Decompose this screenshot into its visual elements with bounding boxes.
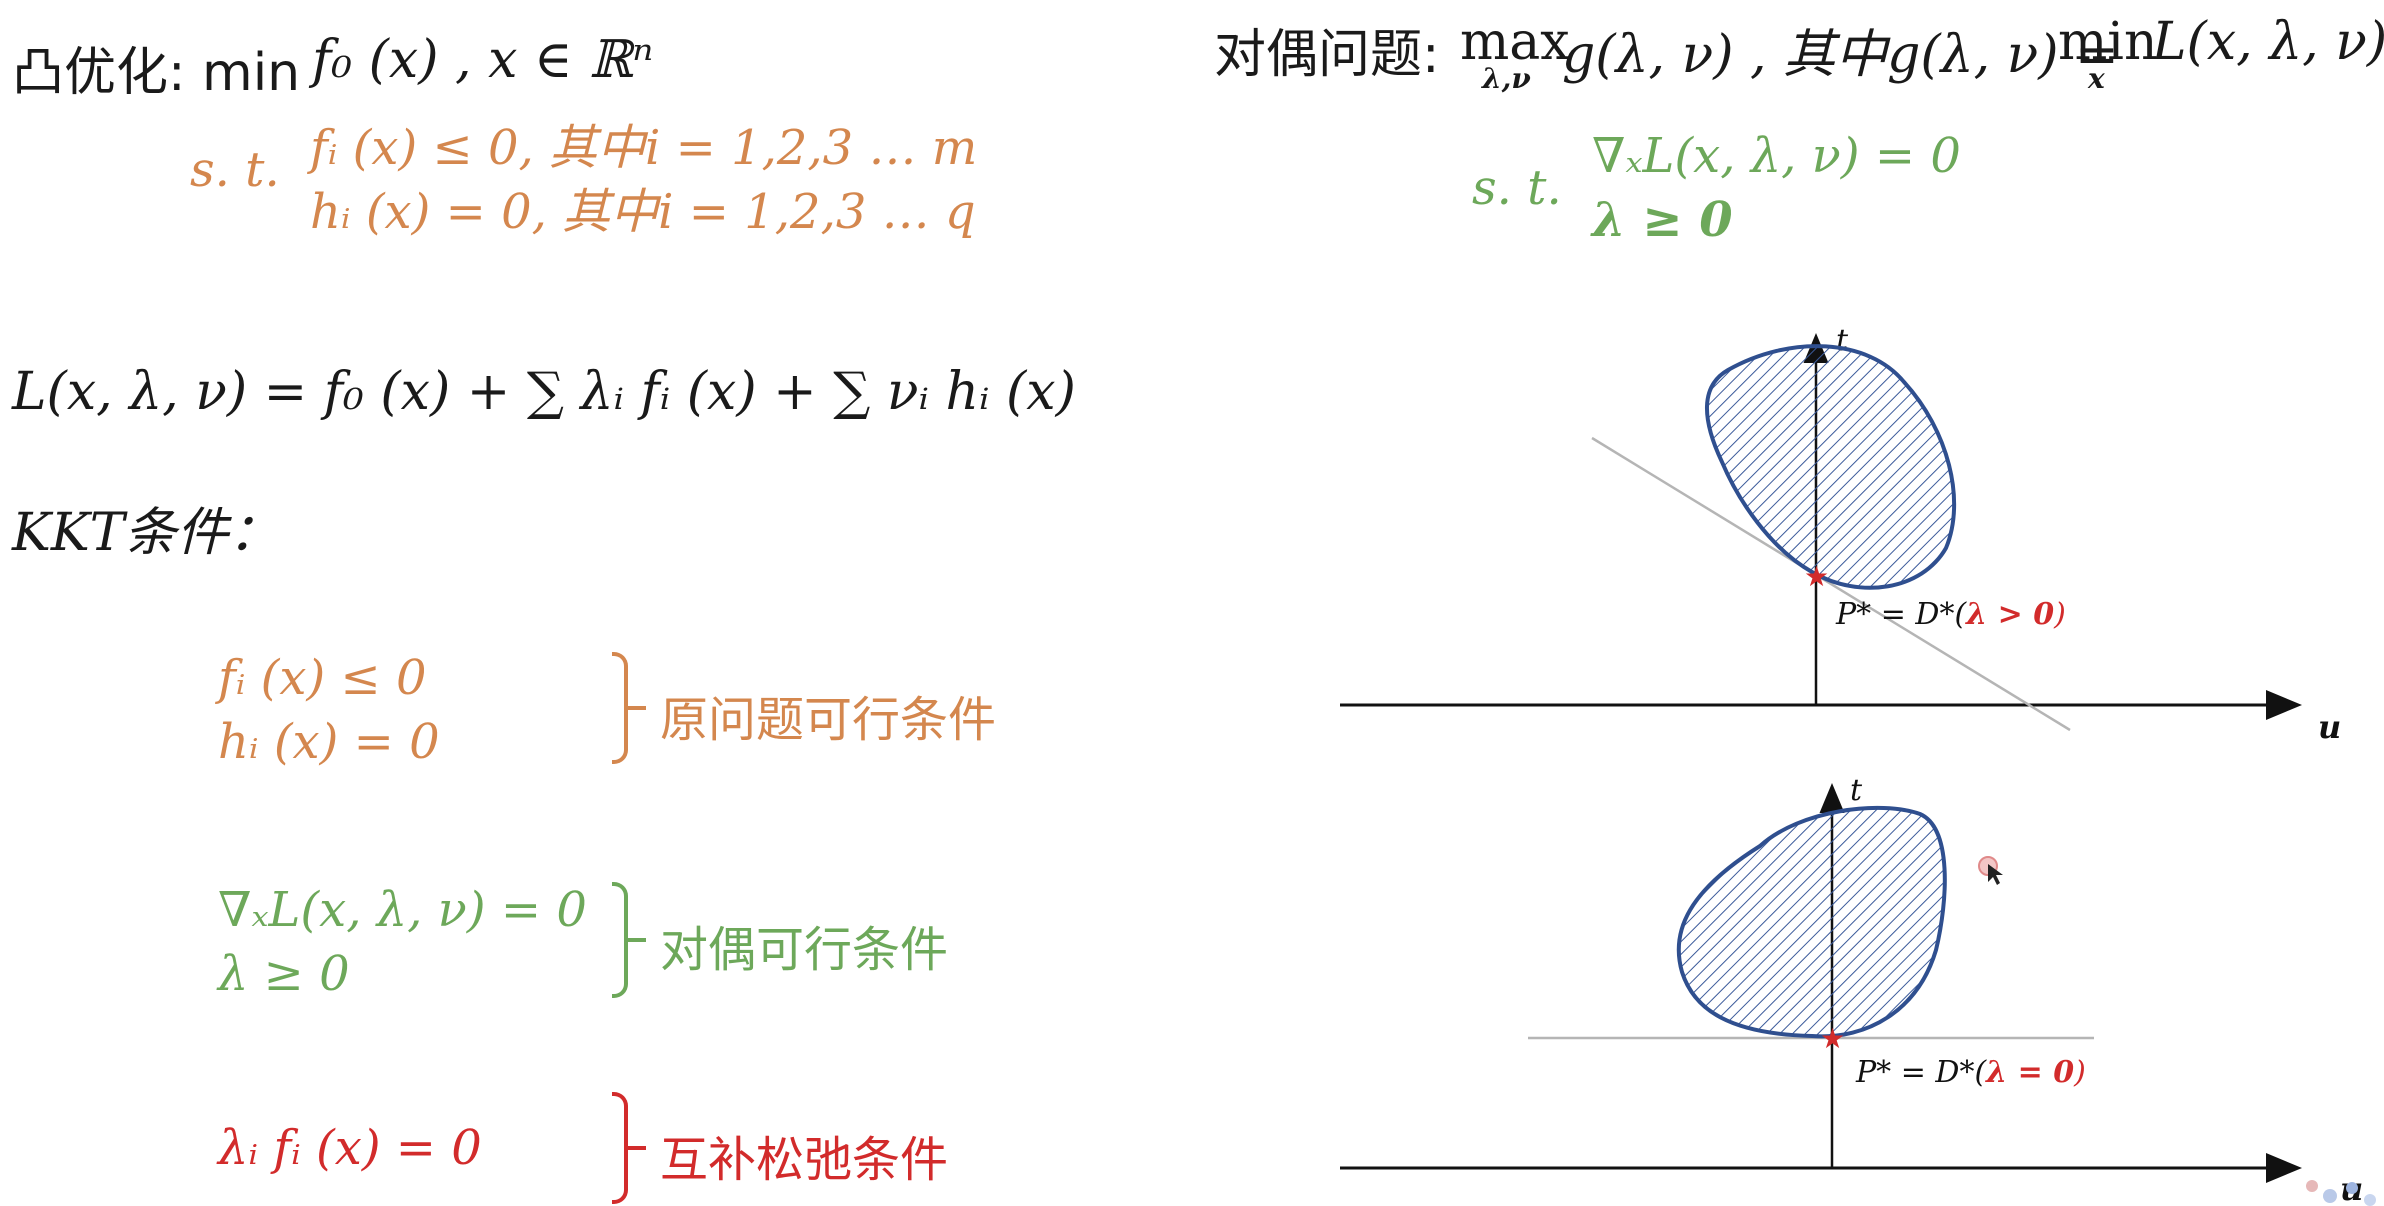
dual-max-operator: max bbox=[1460, 12, 1570, 72]
kkt-dual-label: 对偶可行条件 bbox=[660, 922, 949, 978]
lagrangian-formula: L(x, λ, ν) = f₀ (x) + ∑ λᵢ fᵢ (x) + ∑ νᵢ… bbox=[12, 362, 1076, 422]
top-convex-region bbox=[1705, 344, 1957, 590]
brace-dual bbox=[612, 882, 628, 998]
top-annotation-prefix: P* = D*( bbox=[1835, 597, 1967, 632]
primal-equality-constraint: hᵢ (x) = 0, 其中i = 1,2,3 … q bbox=[310, 184, 976, 240]
decorative-dots bbox=[2306, 1180, 2376, 1206]
dual-st-label: s. t. bbox=[1472, 160, 1562, 216]
bottom-annotation-suffix: ) bbox=[2073, 1055, 2086, 1090]
dual-lambda-constraint: λ ≥ 0 bbox=[1592, 192, 1733, 248]
primal-inequality-constraint: fᵢ (x) ≤ 0, 其中i = 1,2,3 … m bbox=[310, 120, 978, 176]
kkt-dual-gradient: ∇ₓL(x, λ, ν) = 0 bbox=[218, 882, 587, 938]
top-tangent-star: ★ bbox=[1804, 560, 1829, 593]
bottom-diagram: u t ★ P* = D*(λ = 0) bbox=[1340, 773, 2363, 1206]
top-supporting-line bbox=[1591, 436, 2071, 732]
primal-st-label: s. t. bbox=[190, 142, 280, 198]
dual-g-expression: g(λ, ν) , 其中g(λ, ν) = bbox=[1562, 25, 2119, 85]
brace-complementary bbox=[612, 1092, 628, 1204]
kkt-title: KKT条件： bbox=[12, 503, 281, 563]
top-diagram: u t ★ P* = D*(λ > 0) bbox=[1340, 323, 2341, 746]
kkt-primal-ineq: fᵢ (x) ≤ 0 bbox=[218, 650, 427, 706]
top-annotation-cond: λ > 0 bbox=[1964, 597, 2054, 632]
kkt-dual-lambda: λ ≥ 0 bbox=[218, 946, 350, 1002]
bottom-annotation: P* = D*(λ = 0) bbox=[1855, 1055, 2086, 1090]
brace-primal bbox=[612, 652, 628, 764]
dual-min-operator: min bbox=[2058, 12, 2158, 72]
dual-gradient-constraint: ∇ₓL(x, λ, ν) = 0 bbox=[1592, 128, 1961, 184]
bottom-annotation-cond: λ = 0 bbox=[1984, 1055, 2074, 1090]
kkt-primal-label: 原问题可行条件 bbox=[660, 692, 997, 748]
kkt-primal-eq: hᵢ (x) = 0 bbox=[218, 714, 440, 770]
top-annotation: P* = D*(λ > 0) bbox=[1835, 597, 2066, 632]
primal-title: 凸优化: min bbox=[12, 43, 301, 103]
bottom-t-label: t bbox=[1850, 773, 1863, 808]
dual-min-subscript: x bbox=[2088, 62, 2105, 95]
bottom-tangent-star: ★ bbox=[1820, 1022, 1845, 1055]
dual-title: 对偶问题: bbox=[1214, 25, 1440, 85]
dual-max-subscript: λ,ν bbox=[1482, 62, 1531, 95]
dual-lagrangian: L(x, λ, ν) bbox=[2152, 12, 2384, 72]
kkt-complementary-eq: λᵢ fᵢ (x) = 0 bbox=[218, 1120, 482, 1176]
bottom-convex-region bbox=[1676, 805, 1947, 1039]
bottom-annotation-prefix: P* = D*( bbox=[1855, 1055, 1987, 1090]
primal-objective: f₀ (x) , x ∈ ℝⁿ bbox=[312, 30, 654, 90]
top-u-label: u bbox=[2318, 708, 2341, 746]
kkt-complementary-label: 互补松弛条件 bbox=[660, 1132, 949, 1188]
top-annotation-suffix: ) bbox=[2053, 597, 2066, 632]
mouse-pointer-icon bbox=[1978, 856, 2003, 885]
